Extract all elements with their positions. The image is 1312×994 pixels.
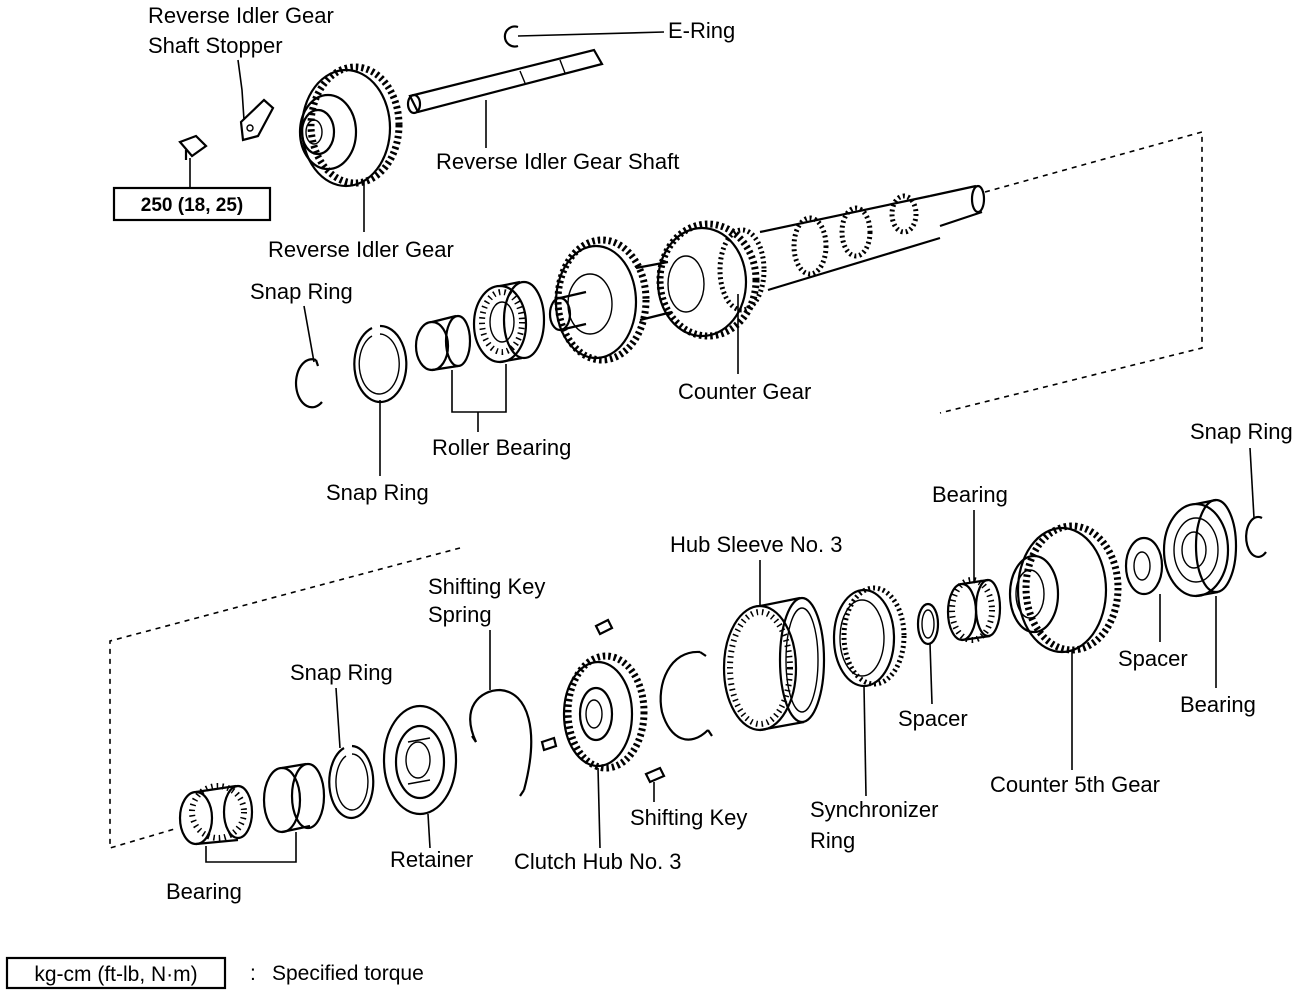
lower-snap-ring-part	[328, 744, 375, 820]
reverse-idler-gear-shaft-part	[406, 48, 604, 115]
label-bearing-bottom: Bearing	[166, 879, 242, 904]
legend-separator: :	[250, 962, 256, 985]
label-snap-ring-top-left: Snap Ring	[250, 279, 353, 304]
torque-value: 250 (18, 25)	[141, 195, 243, 216]
label-snap-ring-lower: Snap Ring	[290, 660, 393, 685]
label-shaft-stopper-line1: Reverse Idler Gear	[148, 3, 334, 28]
label-synchronizer-ring-line1: Synchronizer	[810, 797, 938, 822]
roller-bearing-part	[472, 280, 546, 364]
counter-5th-gear-part	[1008, 522, 1122, 654]
label-reverse-idler-gear: Reverse Idler Gear	[268, 237, 454, 262]
needle-bearing-part	[178, 783, 254, 846]
clutch-hub-part	[562, 652, 648, 772]
upper-dashed-guide	[939, 130, 1203, 414]
leader-lines	[189, 31, 1255, 863]
lower-dashed-guide	[109, 547, 461, 850]
legend-description: Specified torque	[272, 962, 424, 985]
part-labels: Reverse Idler Gear Shaft Stopper E-Ring …	[148, 3, 1293, 904]
shifting-key-spring-part	[469, 688, 533, 797]
small-snap-ring-part	[294, 358, 323, 409]
e-ring-part	[503, 25, 519, 48]
label-spacer-right: Spacer	[1118, 646, 1188, 671]
torque-spec-box: 250 (18, 25)	[112, 186, 272, 222]
label-snap-ring-right: Snap Ring	[1190, 419, 1293, 444]
legend: kg-cm (ft-lb, N·m) : Specified torque	[5, 956, 424, 990]
label-shifting-key-spring-line1: Shifting Key	[428, 574, 545, 599]
hub-sleeve-part	[722, 596, 826, 732]
label-reverse-idler-gear-shaft: Reverse Idler Gear Shaft	[436, 149, 679, 174]
label-counter-gear: Counter Gear	[678, 379, 811, 404]
label-roller-bearing: Roller Bearing	[432, 435, 571, 460]
retainer-part	[382, 704, 458, 816]
label-shifting-key: Shifting Key	[630, 805, 747, 830]
legend-unit-box: kg-cm (ft-lb, N·m)	[34, 963, 197, 986]
label-shifting-key-spring-line2: Spring	[428, 602, 492, 627]
label-synchronizer-ring-line2: Ring	[810, 828, 855, 853]
label-bearing-right: Bearing	[1180, 692, 1256, 717]
label-retainer: Retainer	[390, 847, 473, 872]
label-e-ring: E-Ring	[668, 18, 735, 43]
roller-bearing-race-part	[414, 314, 472, 372]
right-spacer-part	[1124, 536, 1164, 596]
large-snap-ring-part	[353, 324, 408, 404]
label-clutch-hub-no3: Clutch Hub No. 3	[514, 849, 682, 874]
bolt-part	[178, 134, 208, 160]
label-hub-sleeve-no3: Hub Sleeve No. 3	[670, 532, 842, 557]
ball-bearing-part	[1162, 498, 1238, 598]
synchronizer-ring-part	[832, 585, 907, 688]
hub-snap-ring-part	[659, 650, 713, 741]
label-snap-ring-top-bottom: Snap Ring	[326, 480, 429, 505]
label-shaft-stopper-line2: Shaft Stopper	[148, 33, 283, 58]
mid-spacer-part	[916, 602, 940, 646]
shaft-stopper-part	[239, 98, 275, 142]
reverse-idler-gear-part	[298, 63, 403, 188]
bearing-race-part	[262, 762, 326, 834]
needle-bearing-top-part	[946, 577, 1002, 643]
label-counter-5th-gear: Counter 5th Gear	[990, 772, 1160, 797]
counter-gear-part	[548, 184, 986, 364]
label-bearing-top: Bearing	[932, 482, 1008, 507]
right-snap-ring-part	[1245, 515, 1267, 559]
label-spacer-mid: Spacer	[898, 706, 968, 731]
shifting-key-pieces	[540, 618, 666, 784]
